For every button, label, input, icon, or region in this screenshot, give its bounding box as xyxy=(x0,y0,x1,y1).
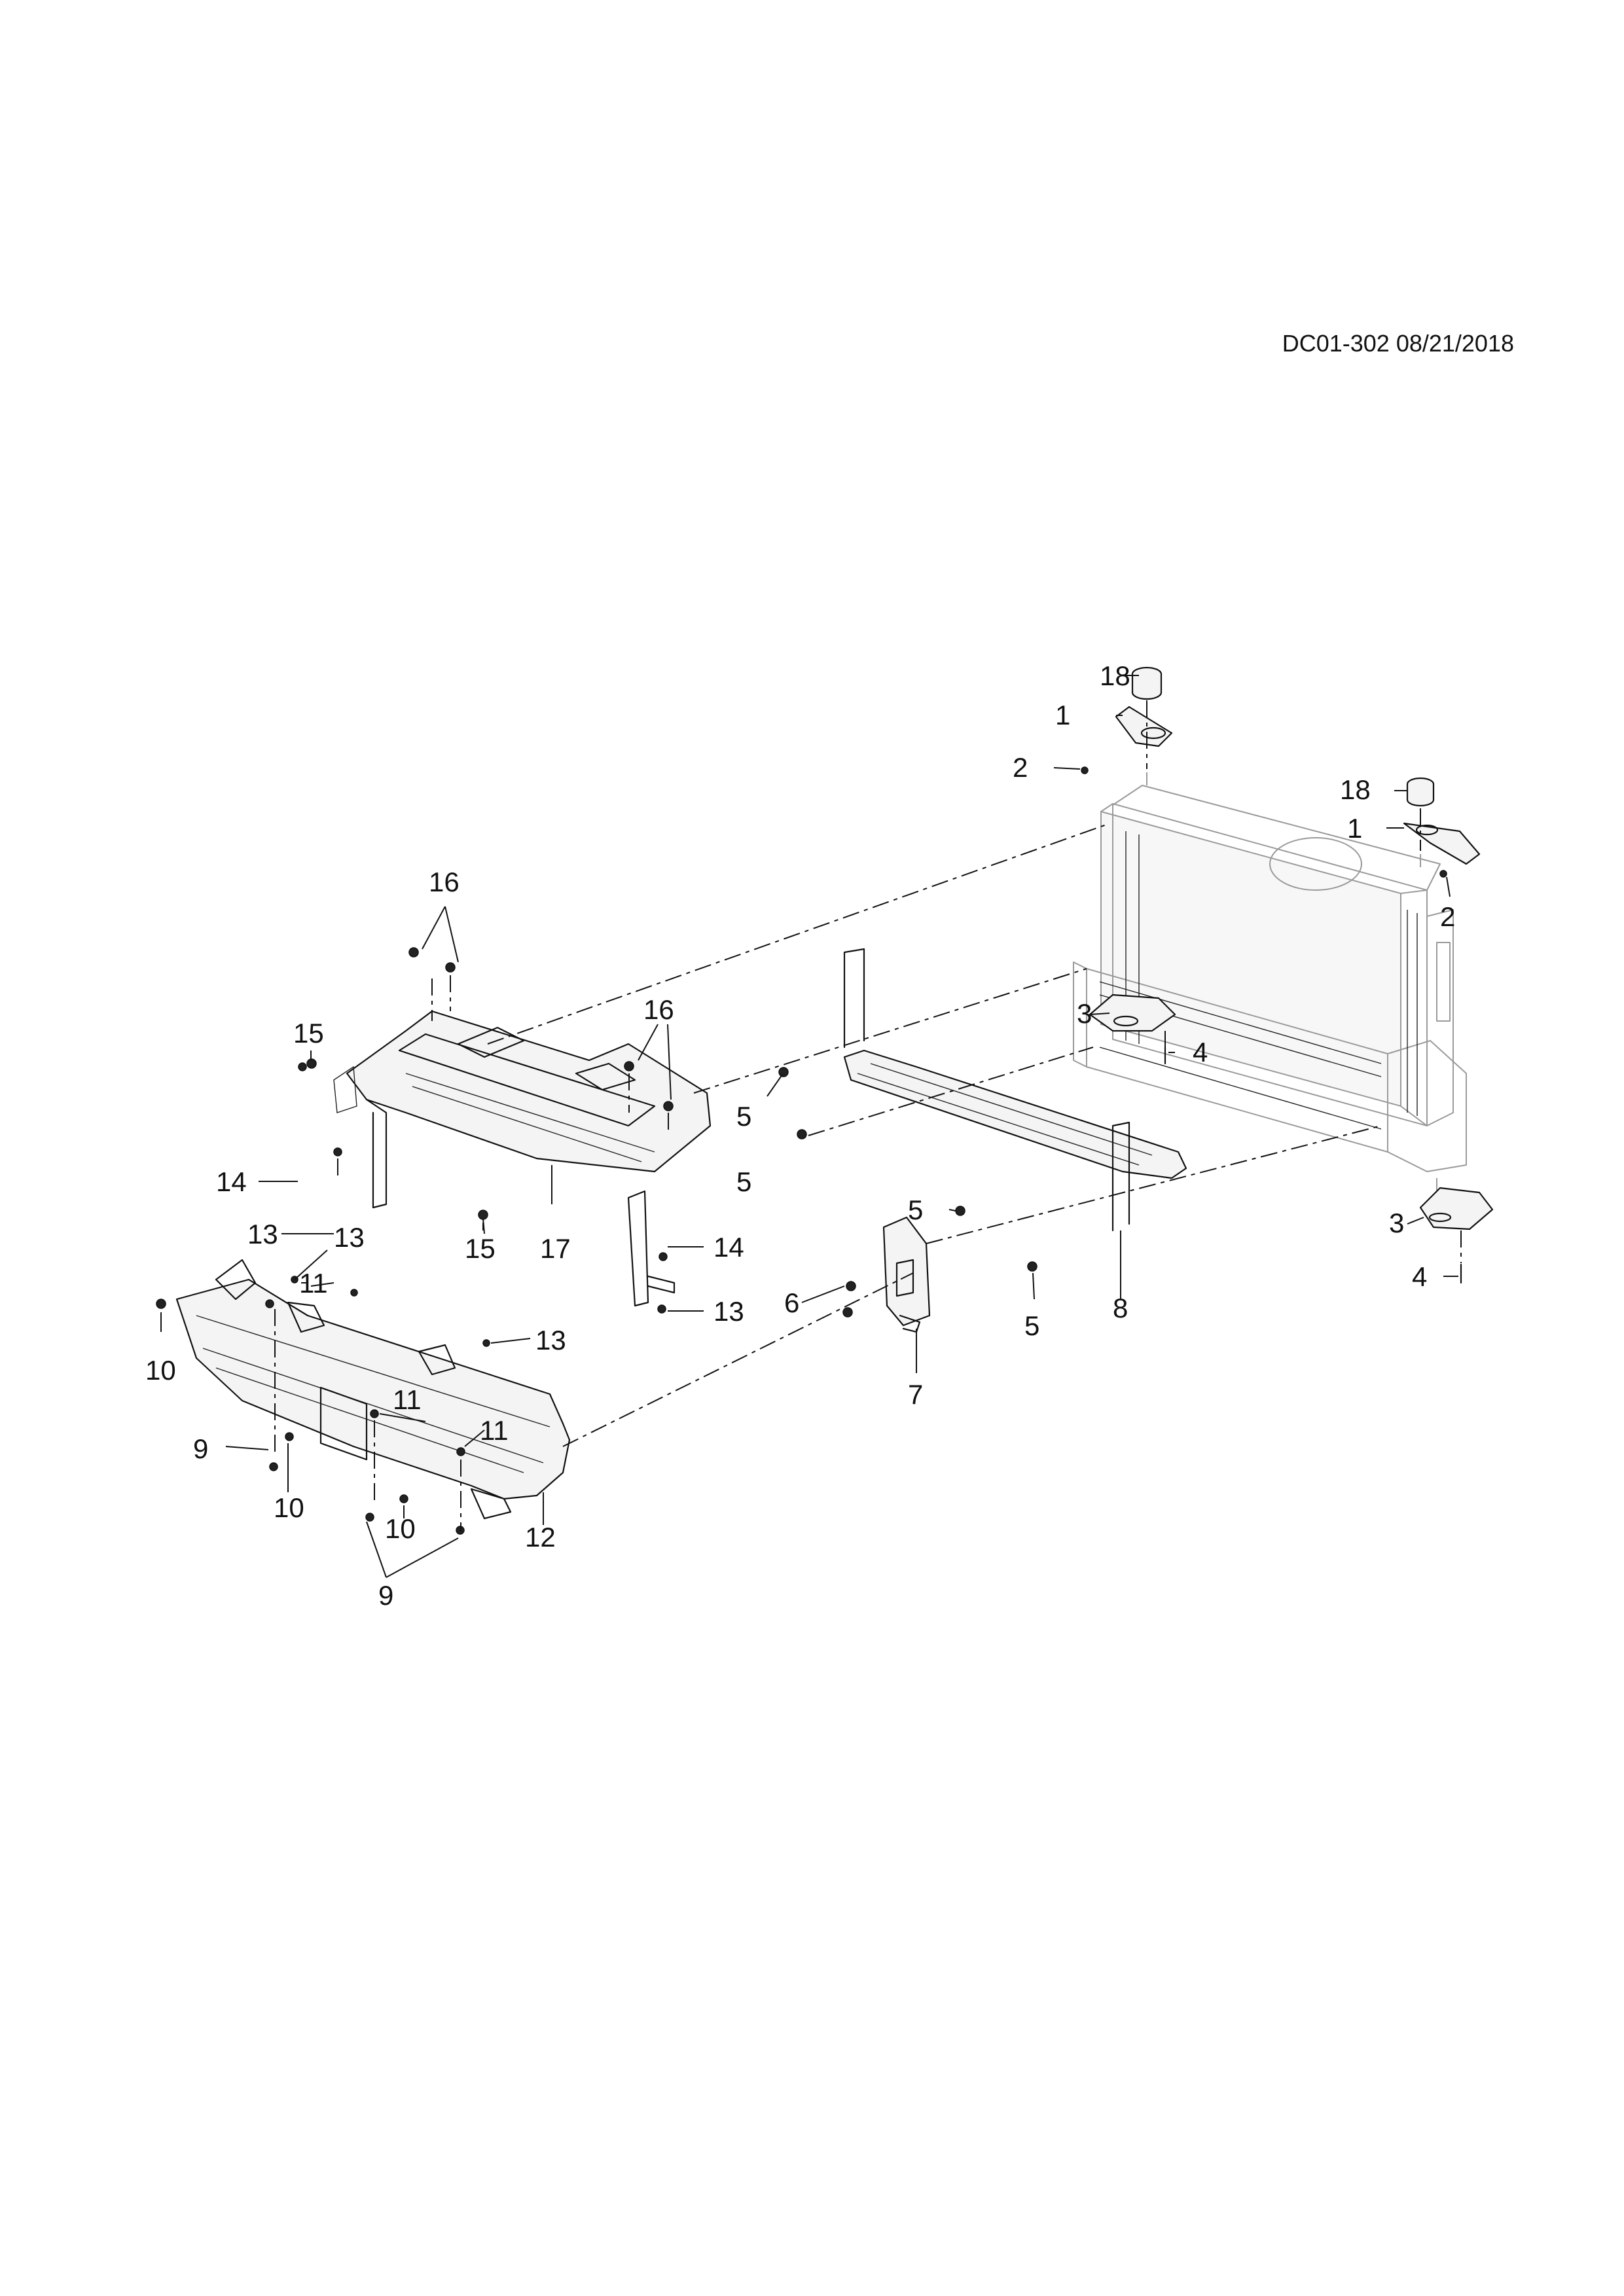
callout-2: 2 xyxy=(1440,901,1455,932)
bolt-icon xyxy=(955,1206,965,1216)
callout-18: 18 xyxy=(1100,660,1130,691)
bolt-icon xyxy=(778,1067,789,1077)
upper-insulator-right xyxy=(1406,777,1435,807)
callout-13: 13 xyxy=(713,1296,744,1327)
callout-17: 17 xyxy=(540,1233,571,1264)
bolt-icon xyxy=(663,1101,674,1111)
bolt-icon xyxy=(408,947,419,958)
callout-4: 4 xyxy=(1412,1261,1427,1292)
bolt-icon xyxy=(456,1447,465,1456)
bolt-icon xyxy=(156,1299,166,1309)
callout-14: 14 xyxy=(713,1232,744,1263)
bolt-icon xyxy=(285,1432,294,1441)
callout-1: 1 xyxy=(1347,813,1362,844)
callout-7: 7 xyxy=(908,1379,923,1410)
upper-insulator-left xyxy=(1131,666,1163,700)
callout-11: 11 xyxy=(480,1415,509,1446)
callout-5: 5 xyxy=(736,1166,751,1197)
document-reference: DC01-302 08/21/2018 xyxy=(1282,330,1514,357)
callout-8: 8 xyxy=(1113,1293,1128,1323)
callout-4: 4 xyxy=(1193,1037,1208,1067)
callout-9: 9 xyxy=(193,1433,208,1464)
bolt-icon xyxy=(298,1062,307,1071)
callout-15: 15 xyxy=(465,1233,496,1264)
callout-9: 9 xyxy=(378,1580,393,1611)
bolt-icon xyxy=(306,1058,317,1069)
bolt-icon xyxy=(1027,1261,1038,1272)
callout-11: 11 xyxy=(299,1268,328,1299)
bolt-icon xyxy=(269,1462,278,1471)
callout-16: 16 xyxy=(429,867,460,897)
upper-air-baffle xyxy=(333,1010,712,1307)
side-air-deflector xyxy=(882,1216,931,1333)
callout-5: 5 xyxy=(736,1101,751,1132)
bolt-icon xyxy=(445,962,456,973)
callout-3: 3 xyxy=(1389,1208,1404,1238)
callout-2: 2 xyxy=(1013,752,1028,783)
callout-labels: 18 1 2 18 1 2 3 4 3 4 5 5 5 6 7 8 16 16 … xyxy=(145,660,1455,1611)
callout-12: 12 xyxy=(525,1522,556,1552)
bolt-icon xyxy=(265,1299,274,1308)
upper-bracket-left xyxy=(1115,706,1173,747)
callout-10: 10 xyxy=(145,1355,176,1386)
bolt-icon xyxy=(482,1339,490,1347)
bolt-icon xyxy=(1081,766,1089,774)
lower-insulator-right xyxy=(1419,1187,1494,1230)
callout-6: 6 xyxy=(784,1287,799,1318)
callout-13: 13 xyxy=(535,1325,566,1355)
bolt-icon xyxy=(659,1252,668,1261)
callout-5: 5 xyxy=(1024,1310,1039,1341)
radiator-assembly xyxy=(1073,785,1467,1172)
callout-13: 13 xyxy=(247,1219,278,1249)
callout-15: 15 xyxy=(293,1018,324,1049)
bolt-icon xyxy=(842,1307,853,1318)
callout-16: 16 xyxy=(643,994,674,1025)
callout-10: 10 xyxy=(274,1492,304,1523)
callout-10: 10 xyxy=(385,1513,416,1544)
bolt-icon xyxy=(370,1409,379,1418)
callout-11: 11 xyxy=(393,1384,422,1415)
front-impact-bar xyxy=(175,1259,571,1520)
callout-1: 1 xyxy=(1055,700,1070,730)
bolt-icon xyxy=(1439,870,1447,878)
assembly-centerlines xyxy=(274,700,1462,1532)
callout-18: 18 xyxy=(1340,774,1371,805)
bolt-icon xyxy=(399,1494,408,1503)
lower-air-deflector xyxy=(843,948,1187,1232)
bolt-icon xyxy=(846,1281,856,1291)
bolt-icon xyxy=(350,1289,358,1297)
bolt-icon xyxy=(365,1513,374,1522)
upper-bracket-right xyxy=(1403,822,1481,865)
bolt-icon xyxy=(797,1129,807,1139)
bolt-icon xyxy=(657,1304,666,1314)
callout-13: 13 xyxy=(334,1222,365,1253)
bolt-icon xyxy=(624,1061,634,1071)
callout-3: 3 xyxy=(1077,998,1092,1029)
callout-14: 14 xyxy=(216,1166,247,1197)
lower-insulator-center xyxy=(1089,994,1176,1032)
bolt-icon xyxy=(478,1210,488,1220)
callout-5: 5 xyxy=(908,1194,923,1225)
leader-lines xyxy=(160,675,1458,1578)
bolt-icon xyxy=(333,1147,342,1157)
